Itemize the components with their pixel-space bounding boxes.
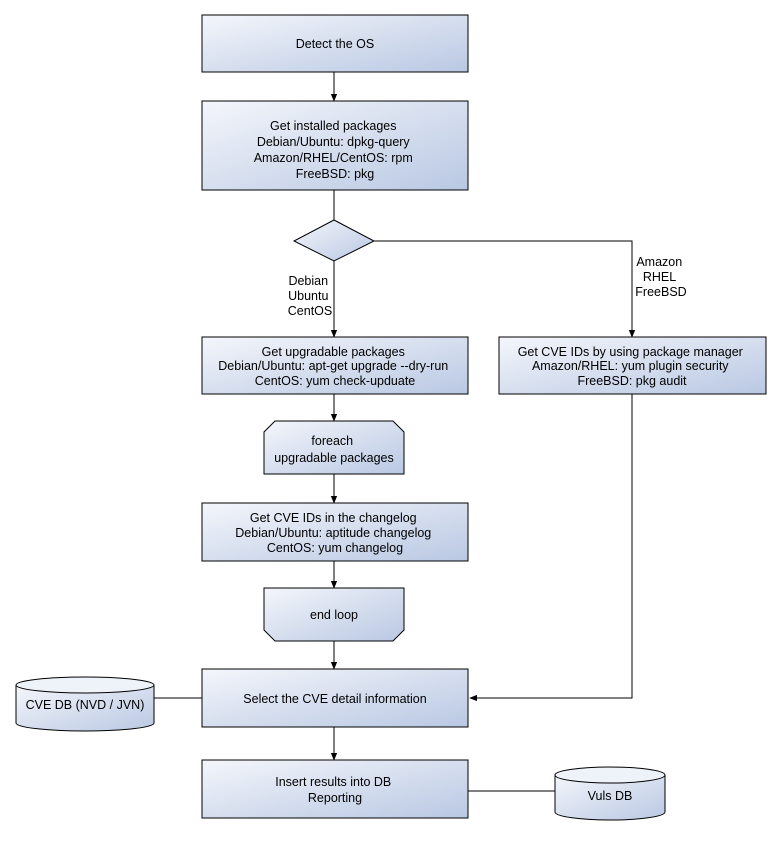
insert-results-label: Insert results into DB Reporting — [275, 775, 395, 805]
get-upgradable-box — [201, 336, 469, 395]
left-branch-label: Debian Ubuntu CentOS — [288, 274, 332, 318]
edge-pkgmgr-to-select — [469, 394, 633, 702]
detect-os-label: Detect the OS — [296, 37, 375, 51]
vuls-db-cylinder — [554, 766, 666, 821]
detect-os-box — [201, 14, 469, 73]
get-cve-changelog-label: Get CVE IDs in the changelog Debian/Ubun… — [235, 511, 434, 555]
select-cve-box — [201, 668, 469, 728]
foreach-loop-start — [263, 420, 405, 475]
get-cve-pkgmgr-label: Get CVE IDs by using package manager Ama… — [518, 345, 747, 388]
get-cve-changelog-box — [201, 502, 469, 562]
edges — [154, 72, 636, 792]
vuls-db-label: Vuls DB — [588, 789, 633, 803]
end-loop-box — [263, 587, 405, 642]
foreach-label: foreach upgradable packages — [274, 434, 394, 465]
get-installed-box — [201, 100, 469, 191]
get-cve-pkgmgr-box — [498, 336, 767, 395]
cve-db-cylinder — [15, 676, 155, 732]
decision-diamond — [292, 219, 376, 262]
insert-results-box — [201, 759, 469, 819]
edge-labels: Debian Ubuntu CentOS Amazon RHEL FreeBSD — [288, 255, 687, 318]
end-loop-label: end loop — [310, 608, 358, 622]
get-installed-label: Get installed packages Debian/Ubuntu: dp… — [254, 119, 417, 181]
get-upgradable-label: Get upgradable packages Debian/Ubuntu: a… — [218, 345, 451, 388]
right-branch-label: Amazon RHEL FreeBSD — [635, 255, 686, 299]
select-cve-label: Select the CVE detail information — [243, 692, 426, 706]
edge-decision-to-pkgmgr — [374, 240, 636, 338]
nodes — [15, 14, 767, 821]
cve-db-label: CVE DB (NVD / JVN) — [26, 698, 145, 712]
node-labels: Detect the OS Get installed packages Deb… — [26, 37, 747, 805]
